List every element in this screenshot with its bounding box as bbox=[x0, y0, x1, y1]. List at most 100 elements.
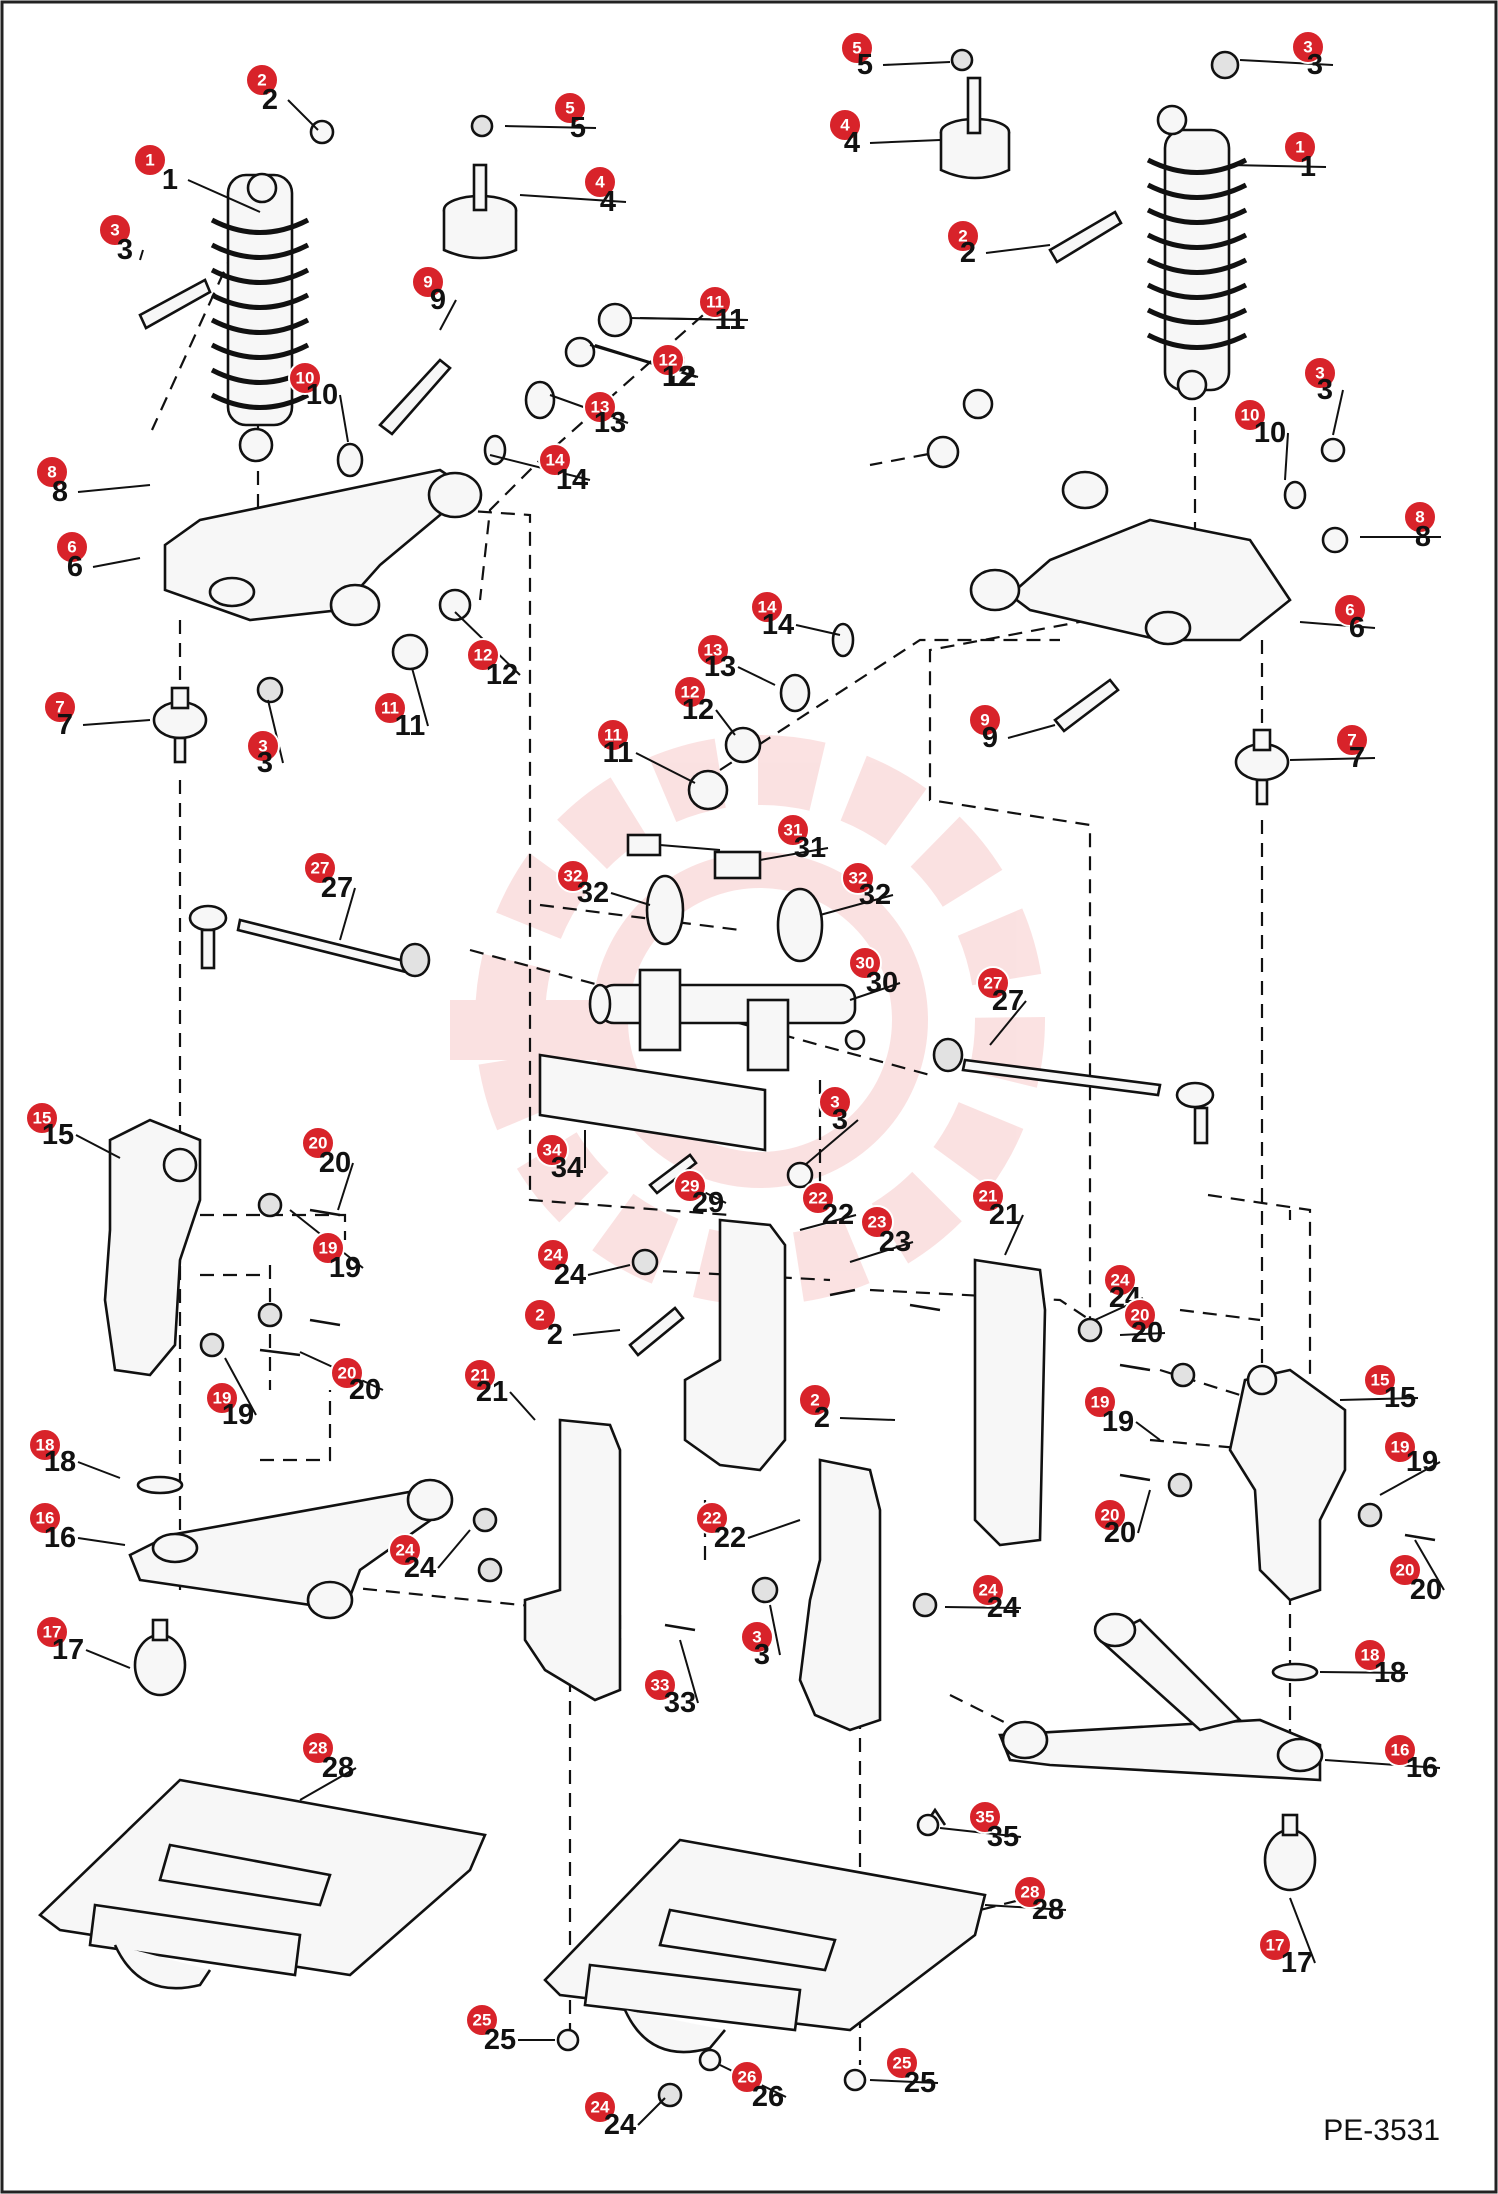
callout-badge bbox=[673, 675, 707, 709]
callout-badge bbox=[55, 530, 89, 564]
callout-badge bbox=[1093, 1498, 1127, 1532]
callout-leader-2 bbox=[287, 99, 319, 131]
callout-2: 22 bbox=[245, 63, 279, 116]
callout-badge bbox=[1363, 1363, 1397, 1397]
callout-badge-number: 22 bbox=[809, 1189, 828, 1208]
callout-badge bbox=[801, 1181, 835, 1215]
callout-leader-32 bbox=[610, 892, 651, 906]
callout-7: 77 bbox=[1335, 723, 1369, 774]
left-bracket-21 bbox=[523, 1418, 622, 1702]
callout-badge bbox=[388, 1533, 422, 1567]
callout-5: 55 bbox=[840, 31, 874, 81]
right-pivot-bolt bbox=[1053, 678, 1120, 733]
callout-badge-number: 24 bbox=[1111, 1271, 1130, 1290]
callout-badge-number: 17 bbox=[1266, 1936, 1285, 1955]
callout-2: 22 bbox=[523, 1298, 563, 1351]
callout-badge bbox=[730, 2060, 764, 2094]
callout-badge bbox=[695, 1501, 729, 1535]
callout-leader-6 bbox=[92, 557, 141, 568]
callout-badge-number: 5 bbox=[565, 99, 574, 118]
callout-leader-4 bbox=[869, 139, 941, 144]
callout-leader-33 bbox=[679, 1639, 699, 1704]
callout-badge bbox=[301, 1126, 335, 1160]
callout-badge-number: 18 bbox=[1361, 1646, 1380, 1665]
callout-label-number: 15 bbox=[42, 1119, 74, 1151]
skid-plate-fasteners bbox=[556, 1813, 940, 2108]
callout-badge-number: 23 bbox=[868, 1213, 887, 1232]
callout-label-number: 22 bbox=[822, 1199, 854, 1231]
callout-leader-24 bbox=[944, 1606, 1022, 1609]
callout-leader-3 bbox=[267, 699, 284, 764]
left-upper-bolt bbox=[138, 278, 212, 330]
callout-label-number: 1 bbox=[162, 164, 178, 196]
callout-badge-number: 21 bbox=[471, 1366, 490, 1385]
left-steering-knuckle bbox=[103, 1118, 202, 1377]
callout-badge-number: 20 bbox=[1131, 1306, 1150, 1325]
callout-badge-number: 16 bbox=[1391, 1741, 1410, 1760]
callout-badge bbox=[1103, 1263, 1137, 1297]
callout-badge bbox=[860, 1205, 894, 1239]
callout-badge bbox=[556, 859, 590, 893]
callout-badge bbox=[553, 91, 587, 125]
callout-label-number: 20 bbox=[1131, 1317, 1163, 1349]
mounting-plate bbox=[538, 1053, 767, 1152]
callout-badge-number: 25 bbox=[473, 2011, 492, 2030]
callout-label-number: 27 bbox=[992, 985, 1024, 1017]
right-upper-bolt bbox=[1048, 210, 1123, 264]
callout-badge-number: 24 bbox=[396, 1541, 415, 1560]
callout-label-number: 20 bbox=[1410, 1574, 1442, 1606]
callout-badge bbox=[98, 213, 132, 247]
callout-leader-9 bbox=[439, 299, 457, 331]
callout-badge-number: 13 bbox=[704, 641, 723, 660]
callout-3: 33 bbox=[1291, 30, 1325, 81]
callout-label-number: 28 bbox=[1032, 1894, 1064, 1926]
callout-badge-number: 30 bbox=[856, 954, 875, 973]
callout-badge bbox=[946, 219, 980, 253]
callout-label-number: 3 bbox=[754, 1639, 770, 1671]
callout-badge-number: 12 bbox=[681, 683, 700, 702]
callout-leader-3 bbox=[139, 249, 144, 261]
callout-leader-30 bbox=[849, 982, 901, 1001]
callout-badge bbox=[651, 343, 685, 377]
callout-label-number: 22 bbox=[714, 1522, 746, 1554]
callout-badge-number: 13 bbox=[591, 398, 610, 417]
callout-badge bbox=[303, 851, 337, 885]
callout-badge-number: 9 bbox=[980, 711, 989, 730]
callout-badge-number: 24 bbox=[979, 1581, 998, 1600]
callout-badge-number: 6 bbox=[67, 538, 76, 557]
right-bump-stop bbox=[939, 48, 1011, 180]
right-knuckle-fasteners bbox=[1119, 1362, 1436, 1542]
callout-badge bbox=[538, 443, 572, 477]
callout-8: 88 bbox=[35, 455, 69, 508]
callout-label-number: 5 bbox=[570, 112, 586, 144]
callout-badge bbox=[288, 361, 322, 395]
callout-label-number: 6 bbox=[1349, 612, 1365, 644]
callout-leader-9 bbox=[1007, 724, 1056, 739]
callout-3: 33 bbox=[1303, 356, 1337, 406]
callout-leader-4 bbox=[519, 194, 627, 203]
callout-badge-number: 16 bbox=[36, 1509, 55, 1528]
right-bracket-21 bbox=[973, 1258, 1047, 1547]
callout-label-number: 9 bbox=[430, 284, 446, 316]
callout-badge-number: 20 bbox=[1396, 1561, 1415, 1580]
callout-badge-number: 3 bbox=[258, 737, 267, 756]
callout-label-number: 16 bbox=[44, 1522, 76, 1554]
right-skid-plate bbox=[543, 1838, 987, 2054]
callout-badge-number: 24 bbox=[544, 1246, 563, 1265]
callout-label-number: 10 bbox=[306, 379, 338, 411]
callout-badge-number: 18 bbox=[36, 1436, 55, 1455]
callout-badge-number: 19 bbox=[1391, 1438, 1410, 1457]
callout-leader-15 bbox=[75, 1134, 121, 1159]
callout-label-number: 10 bbox=[1254, 417, 1286, 449]
